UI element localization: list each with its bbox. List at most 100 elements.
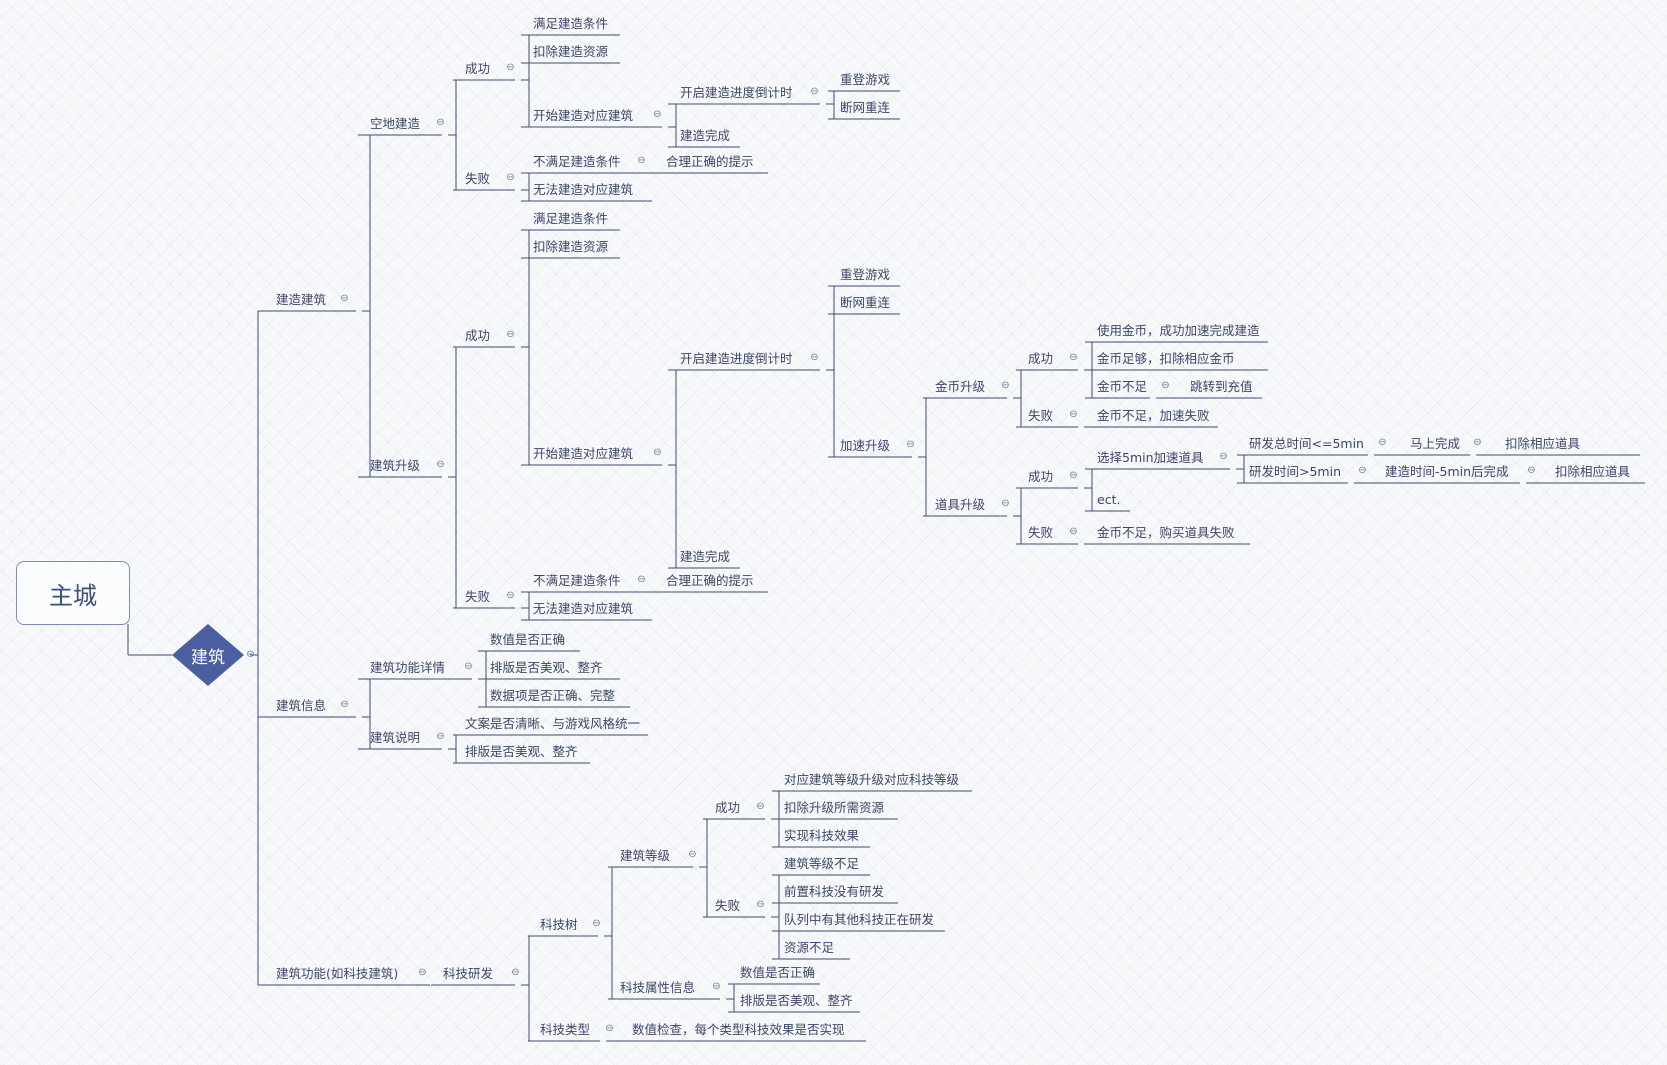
topic-e3[interactable]: 数据项是否正确、完整 — [490, 688, 616, 703]
collapse-toggle-icon[interactable]: ⊖ — [1069, 409, 1078, 420]
collapse-toggle-icon[interactable]: ⊖ — [810, 352, 819, 363]
topic-d8[interactable]: ect. — [1097, 492, 1121, 507]
topic-b_sb[interactable]: 失败 — [465, 589, 491, 604]
collapse-toggle-icon[interactable]: ⊖ — [436, 117, 445, 128]
topic-a_sb[interactable]: 失败 — [465, 171, 491, 186]
topic-a3[interactable]: 开始建造对应建筑 — [533, 108, 634, 123]
topic-b6[interactable]: 断网重连 — [840, 295, 891, 310]
topic-a5[interactable]: 重登游戏 — [840, 72, 891, 87]
topic-c_sb[interactable]: 失败 — [1028, 408, 1054, 423]
topic-e1[interactable]: 数值是否正确 — [490, 632, 566, 647]
topic-jzsm[interactable]: 建筑说明 — [370, 730, 421, 745]
topic-a2[interactable]: 扣除建造资源 — [533, 44, 609, 59]
topic-d4[interactable]: 扣除相应道具 — [1505, 436, 1581, 451]
collapse-toggle-icon[interactable]: ⊖ — [906, 439, 915, 450]
collapse-toggle-icon[interactable]: ⊖ — [1069, 470, 1078, 481]
topic-d7[interactable]: 扣除相应道具 — [1555, 464, 1631, 479]
collapse-toggle-icon[interactable]: ⊖ — [506, 172, 515, 183]
topic-jzgn[interactable]: 建筑功能(如科技建筑) — [276, 966, 399, 981]
topic-g2[interactable]: 排版是否美观、整齐 — [740, 993, 853, 1008]
collapse-toggle-icon[interactable]: ⊖ — [1527, 465, 1536, 476]
topic-c5[interactable]: 金币不足，加速失败 — [1097, 408, 1210, 423]
topic-a6[interactable]: 断网重连 — [840, 100, 891, 115]
collapse-toggle-icon[interactable]: ⊖ — [1001, 498, 1010, 509]
collapse-toggle-icon[interactable]: ⊖ — [1473, 437, 1482, 448]
collapse-toggle-icon[interactable]: ⊖ — [1161, 380, 1170, 391]
topic-jbsj[interactable]: 金币升级 — [935, 379, 986, 394]
topic-b_cg[interactable]: 成功 — [465, 328, 491, 343]
topic-jzdj[interactable]: 建筑等级 — [620, 848, 671, 863]
collapse-toggle-icon[interactable]: ⊖ — [1069, 352, 1078, 363]
collapse-toggle-icon[interactable]: ⊖ — [605, 1023, 614, 1034]
topic-b8[interactable]: 建造完成 — [680, 549, 731, 564]
topic-a10[interactable]: 无法建造对应建筑 — [533, 182, 634, 197]
collapse-toggle-icon[interactable]: ⊖ — [511, 967, 520, 978]
collapse-toggle-icon[interactable]: ⊖ — [1219, 451, 1228, 462]
topic-g1[interactable]: 数值是否正确 — [740, 965, 816, 980]
topic-jzsj[interactable]: 建筑升级 — [370, 458, 421, 473]
topic-f_cg[interactable]: 成功 — [715, 800, 741, 815]
topic-djsj[interactable]: 道具升级 — [935, 497, 986, 512]
collapse-toggle-icon[interactable]: ⊖ — [340, 293, 349, 304]
topic-b1[interactable]: 满足建造条件 — [533, 211, 609, 226]
topic-a7[interactable]: 建造完成 — [680, 128, 731, 143]
hub-collapse-toggle-icon[interactable]: ⊖ — [246, 649, 255, 660]
topic-jzjz[interactable]: 建造建筑 — [276, 292, 327, 307]
collapse-toggle-icon[interactable]: ⊖ — [637, 155, 646, 166]
topic-f_sb[interactable]: 失败 — [715, 898, 741, 913]
topic-d_sb[interactable]: 失败 — [1028, 525, 1054, 540]
topic-b9[interactable]: 不满足建造条件 — [533, 573, 621, 588]
collapse-toggle-icon[interactable]: ⊖ — [637, 574, 646, 585]
topic-d_cg[interactable]: 成功 — [1028, 469, 1054, 484]
topic-f2[interactable]: 扣除升级所需资源 — [784, 800, 885, 815]
topic-kjlx[interactable]: 科技类型 — [540, 1022, 591, 1037]
topic-b4[interactable]: 开启建造进度倒计时 — [680, 351, 793, 366]
topic-f4[interactable]: 建筑等级不足 — [784, 856, 860, 871]
topic-d2[interactable]: 研发总时间<=5min — [1249, 436, 1364, 451]
topic-e2[interactable]: 排版是否美观、整齐 — [490, 660, 603, 675]
topic-b11[interactable]: 无法建造对应建筑 — [533, 601, 634, 616]
collapse-toggle-icon[interactable]: ⊖ — [1001, 380, 1010, 391]
topic-d6[interactable]: 建造时间-5min后完成 — [1385, 464, 1509, 479]
collapse-toggle-icon[interactable]: ⊖ — [688, 849, 697, 860]
topic-b5[interactable]: 重登游戏 — [840, 267, 891, 282]
collapse-toggle-icon[interactable]: ⊖ — [653, 447, 662, 458]
topic-c4[interactable]: 跳转到充值 — [1190, 379, 1253, 394]
topic-f6[interactable]: 队列中有其他科技正在研发 — [784, 912, 935, 927]
collapse-toggle-icon[interactable]: ⊖ — [1069, 526, 1078, 537]
topic-kdjz[interactable]: 空地建造 — [370, 116, 421, 131]
topic-b2[interactable]: 扣除建造资源 — [533, 239, 609, 254]
collapse-toggle-icon[interactable]: ⊖ — [756, 801, 765, 812]
collapse-toggle-icon[interactable]: ⊖ — [340, 699, 349, 710]
topic-f5[interactable]: 前置科技没有研发 — [784, 884, 885, 899]
collapse-toggle-icon[interactable]: ⊖ — [418, 967, 427, 978]
topic-a1[interactable]: 满足建造条件 — [533, 16, 609, 31]
topic-b7[interactable]: 加速升级 — [840, 438, 891, 453]
topic-a4[interactable]: 开启建造进度倒计时 — [680, 85, 793, 100]
collapse-toggle-icon[interactable]: ⊖ — [1378, 437, 1387, 448]
collapse-toggle-icon[interactable]: ⊖ — [436, 459, 445, 470]
hub-topic-building[interactable]: 建筑 — [172, 624, 244, 686]
topic-d5[interactable]: 研发时间>5min — [1249, 464, 1341, 479]
collapse-toggle-icon[interactable]: ⊖ — [712, 981, 721, 992]
collapse-toggle-icon[interactable]: ⊖ — [464, 661, 473, 672]
collapse-toggle-icon[interactable]: ⊖ — [653, 109, 662, 120]
topic-kjyf[interactable]: 科技研发 — [443, 966, 494, 981]
topic-c_cg[interactable]: 成功 — [1028, 351, 1054, 366]
collapse-toggle-icon[interactable]: ⊖ — [506, 62, 515, 73]
topic-e5[interactable]: 排版是否美观、整齐 — [465, 744, 578, 759]
collapse-toggle-icon[interactable]: ⊖ — [592, 918, 601, 929]
topic-kjsx[interactable]: 科技属性信息 — [620, 980, 696, 995]
root-topic-main-city[interactable]: 主城 — [16, 561, 130, 625]
topic-c1[interactable]: 使用金币，成功加速完成建造 — [1097, 323, 1260, 338]
collapse-toggle-icon[interactable]: ⊖ — [810, 86, 819, 97]
collapse-toggle-icon[interactable]: ⊖ — [436, 731, 445, 742]
topic-f7[interactable]: 资源不足 — [784, 940, 835, 955]
topic-c2[interactable]: 金币足够，扣除相应金币 — [1097, 351, 1235, 366]
collapse-toggle-icon[interactable]: ⊖ — [506, 590, 515, 601]
collapse-toggle-icon[interactable]: ⊖ — [1358, 465, 1367, 476]
topic-jzxx[interactable]: 建筑信息 — [276, 698, 327, 713]
topic-gnxq[interactable]: 建筑功能详情 — [370, 660, 446, 675]
topic-kjs[interactable]: 科技树 — [540, 917, 578, 932]
topic-f3[interactable]: 实现科技效果 — [784, 828, 860, 843]
